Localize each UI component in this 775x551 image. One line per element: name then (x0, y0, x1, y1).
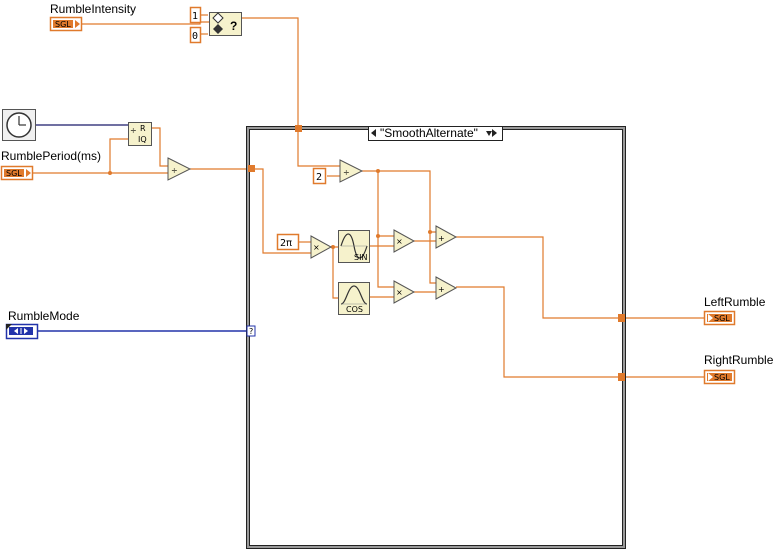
select-node[interactable]: ? (209, 12, 242, 36)
wire-half-mul2 (377, 236, 394, 288)
wire-intensity-divide2 (297, 128, 340, 167)
svg-text:SGL: SGL (714, 373, 730, 382)
wire-phase-multiply (252, 168, 311, 254)
svg-text:×: × (396, 237, 403, 246)
svg-text:SGL: SGL (6, 169, 22, 178)
svg-text:2π: 2π (280, 238, 292, 249)
svg-text:+: + (438, 285, 445, 294)
svg-text:÷: ÷ (171, 166, 178, 175)
svg-text:÷: ÷ (130, 126, 137, 135)
svg-text:+: + (438, 234, 445, 243)
divide-node-half[interactable]: ÷ (339, 159, 364, 183)
add-node-right[interactable]: + (435, 276, 458, 300)
rumble-mode-terminal[interactable] (5, 323, 39, 340)
wire-quotient-r (152, 127, 168, 167)
rumble-intensity-label: RumbleIntensity (50, 2, 136, 16)
case-selector-label: "SmoothAlternate" (380, 126, 478, 140)
svg-text:÷: ÷ (343, 168, 350, 177)
svg-text:2: 2 (316, 172, 322, 183)
quotient-remainder-node[interactable]: ÷ R IQ (128, 122, 152, 146)
rumble-mode-label: RumbleMode (8, 309, 80, 323)
svg-text:×: × (396, 288, 403, 297)
svg-text:0: 0 (192, 31, 198, 42)
tunnel-intensity (295, 125, 302, 132)
left-rumble-terminal[interactable]: SGL (703, 310, 736, 326)
sine-label: SIN (354, 253, 367, 262)
svg-text:SGL: SGL (714, 314, 730, 323)
multiply-node-cos[interactable]: × (393, 280, 416, 304)
wire-select-case (242, 17, 299, 128)
svg-text:R: R (140, 124, 146, 133)
constant-one[interactable]: 1 (189, 6, 202, 24)
wire-half-add2 (429, 232, 436, 284)
tunnel-right-out (618, 373, 625, 381)
sine-node[interactable]: SIN (338, 230, 370, 263)
svg-text:?: ? (249, 327, 253, 336)
svg-text:×: × (313, 243, 320, 252)
rumble-period-label: RumblePeriod(ms) (1, 149, 101, 163)
wire-half-to-nodes (362, 170, 436, 233)
svg-text:IQ: IQ (138, 135, 147, 144)
svg-text:SGL: SGL (55, 20, 71, 29)
right-rumble-terminal[interactable]: SGL (703, 369, 736, 385)
multiply-node-sin[interactable]: × (393, 229, 416, 253)
constant-two-pi[interactable]: 2π (276, 233, 300, 251)
case-selector-terminal (246, 325, 256, 337)
tick-count-icon (2, 109, 36, 141)
svg-text:?: ? (230, 19, 237, 33)
svg-text:1: 1 (192, 11, 198, 22)
tunnel-phase (248, 165, 255, 172)
left-rumble-label: LeftRumble (704, 295, 766, 309)
constant-two[interactable]: 2 (312, 167, 327, 185)
add-node-left[interactable]: + (435, 225, 458, 249)
case-selector[interactable]: "SmoothAlternate" (368, 126, 503, 141)
rumble-period-terminal[interactable]: SGL (0, 165, 34, 181)
wire-add2-right (456, 286, 621, 378)
wire-period-quotient (109, 138, 128, 173)
case-structure (246, 126, 626, 549)
wire-half-mul1 (377, 171, 394, 237)
multiply-node-angle[interactable]: × (310, 235, 333, 259)
wire-multiply-cos (332, 247, 338, 299)
constant-zero[interactable]: 0 (189, 26, 202, 44)
tunnel-left-out (618, 314, 625, 322)
right-rumble-label: RightRumble (704, 353, 774, 367)
rumble-intensity-terminal[interactable]: SGL (49, 16, 83, 32)
wire-add1-left (456, 236, 621, 319)
divide-node-period[interactable]: ÷ (167, 157, 192, 181)
cosine-node[interactable]: COS (338, 282, 370, 315)
cosine-label: COS (346, 305, 363, 314)
